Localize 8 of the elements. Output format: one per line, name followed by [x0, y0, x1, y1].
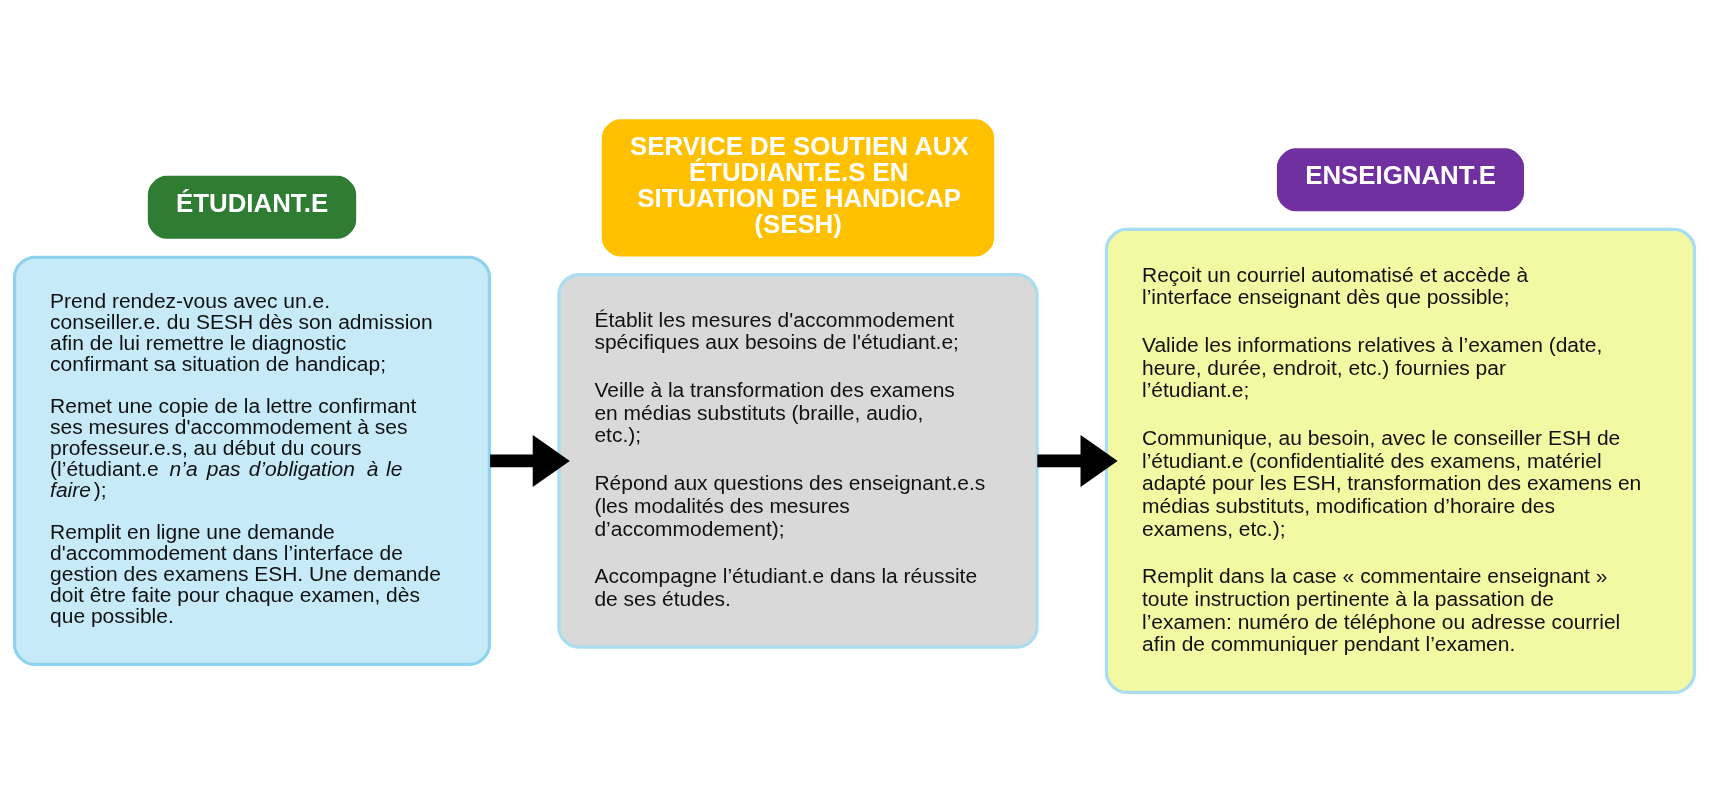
node-box: Établit les mesures d'accommodement spécifiques aux besoins de l'étudiant.e; Veille à la transformation des examens en médias substituts (braille, audio, etc.); Répond aux questions des enseignant.e.s (les modalités des mesures d’accommodement); Accompagne l’étudiant.e dans la réussite de ses études.: [557, 272, 1039, 649]
arrow: [490, 434, 570, 487]
node-box: SERVICE DE SOUTIEN AUX ÉTUDIANT.E.S EN SITUATION DE HANDICAP (SESH): [600, 117, 996, 258]
node-box: ENSEIGNANT.E: [1275, 146, 1526, 213]
node-box: Reçoit un courriel automatisé et accède à l’interface enseignant dès que possible; Valide les informations relatives à l’examen (date, heure, durée, endroit, etc.) fournies par l’étudiant.e; Communique, au besoin, avec le conseiller ESH de l’étudiant.e (confidentialité des examens, matériel adapté pour les ESH, transformation des examens en médias substituts, modification d’horaire des examens, etc.); Remplit dans la case « commentaire enseignant » toute instruction pertinente à la passation de l’examen: numéro de téléphone ou adresse courriel afin de communiquer pendant l’examen.: [1104, 227, 1697, 694]
node-box: Prend rendez-vous avec un.e. conseiller.e. du SESH dès son admission afin de lui remettre le diagnostic confirmant sa situation de handicap; Remet une copie de la lettre confirmant ses mesures d'accommodement à ses professeur.e.s, au début du cours (l’étudiant.e n’a pas d’obligation à le faire); Remplit en ligne une demande d'accommodement dans l’interface de gestion des examens ESH. Une demande doit être faite pour chaque examen, dès que possible.: [12, 255, 492, 666]
node-box: ÉTUDIANT.E: [146, 173, 358, 240]
arrow: [1037, 434, 1118, 487]
